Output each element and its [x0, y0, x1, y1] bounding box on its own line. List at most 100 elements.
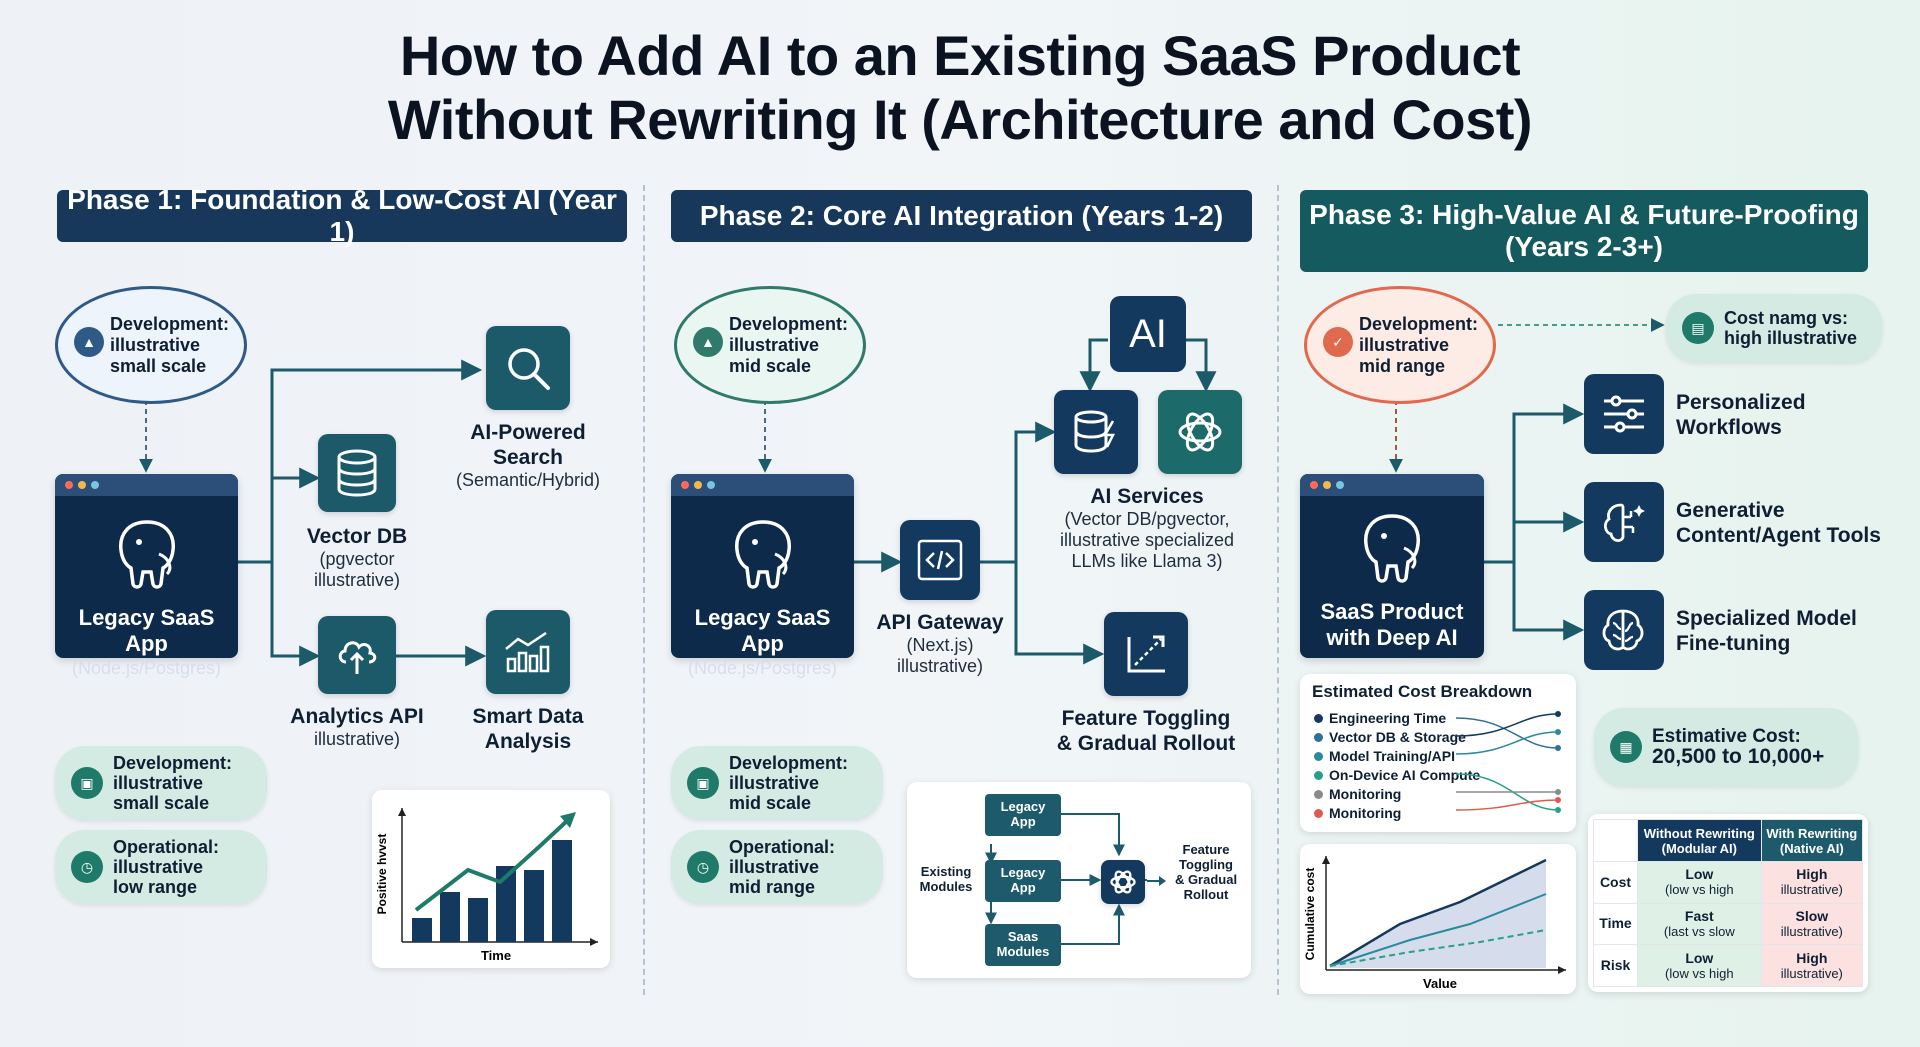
phase-divider-1: [643, 185, 645, 995]
mini-arrow-right: [1147, 876, 1166, 886]
window-dot-blue: [91, 481, 99, 489]
phase2-app-name: Legacy SaaS App: [694, 605, 831, 656]
phase1-dev-bubble: ▲ Development: illustrative small scale: [55, 286, 247, 404]
database-icon: [337, 449, 377, 497]
phase1-ops-pill: ◷ Operational: illustrative low range: [55, 830, 267, 904]
feature-toggle-tile: [1104, 612, 1188, 696]
smart-data-label: Smart Data Analysis: [472, 705, 584, 753]
rewrite-comparison-table: Without Rewriting (Modular AI) With Rewr…: [1593, 819, 1864, 987]
window-dot-yellow: [694, 481, 702, 489]
search-sub: (Semantic/Hybrid): [455, 470, 601, 490]
phase3-dev-bubble: ✓ Development: illustrative mid range: [1304, 286, 1496, 404]
cloud-upload-icon: [338, 641, 377, 674]
cell-sub: illustrative): [1780, 923, 1843, 939]
analytics-label: Analytics API illustrative): [270, 704, 444, 750]
cell-value: Slow: [1795, 907, 1829, 924]
cell-value: High: [1796, 866, 1828, 883]
modular-rollout-card: Legacy App Legacy App Saas Modules Exist…: [907, 782, 1251, 978]
growth-bar-chart: Positive hvvst Time: [375, 808, 598, 963]
search-tile: [486, 326, 570, 410]
bar-chart-icon: [505, 631, 550, 673]
cost-breakdown-card: Estimated Cost Breakdown Engineering Tim…: [1300, 674, 1576, 832]
growth-bar: [412, 918, 432, 942]
cell-value: Low: [1685, 866, 1714, 883]
growth-chart-xlabel: Time: [481, 948, 511, 963]
breakdown-label: On-Device AI Compute: [1329, 767, 1481, 783]
cell-time-without: Fast(last vs slow: [1637, 902, 1762, 946]
cell-sub: illustrative): [1780, 965, 1843, 981]
phase3-header: Phase 3: High-Value AI & Future-Proofing…: [1300, 190, 1868, 272]
mini-feature-toggling: Feature Toggling & Gradual Rollout: [1174, 842, 1238, 902]
legend-dot: [1314, 770, 1323, 780]
growth-chart-ylabel: Positive hvvst: [375, 834, 389, 915]
phase1-growth-chart-card: Positive hvvst Time: [372, 790, 610, 968]
breakdown-item: Vector DB & Storage: [1314, 729, 1466, 745]
breakdown-item: Monitoring: [1314, 805, 1401, 821]
breakdown-item: Monitoring: [1314, 786, 1401, 802]
phase1-dev-pill-text: Development: illustrative small scale: [113, 753, 233, 813]
postgres-elephant-icon: [734, 520, 791, 589]
phase1-app-sub: (Node.js/Postgres): [71, 658, 222, 678]
window-dot-red: [681, 481, 689, 489]
brain-sparkle-icon: [1604, 503, 1645, 542]
cost-range-text: Cost namg vs: high illustrative: [1724, 308, 1858, 348]
phase2-header: Phase 2: Core AI Integration (Years 1-2): [671, 190, 1252, 242]
cell-risk-without: Low(low vs high: [1637, 944, 1762, 987]
phase-divider-2: [1277, 185, 1279, 995]
sliders-icon: [1604, 395, 1644, 433]
postgres-elephant-icon: [1364, 514, 1420, 583]
legend-dot: [1314, 789, 1323, 799]
breakdown-label: Engineering Time: [1329, 710, 1447, 726]
smart-data-tile: [486, 610, 570, 694]
check-badge-icon: ✓: [1323, 327, 1353, 357]
legend-dot: [1314, 713, 1323, 723]
phase2-legacy-app-box: Legacy SaaS App (Node.js/Postgres): [671, 474, 854, 678]
row-label-cost: Cost: [1593, 861, 1638, 904]
table-header-row: Without Rewriting (Modular AI) With Rewr…: [1593, 819, 1864, 862]
phase1-bubble-text: Development: illustrative small scale: [110, 313, 230, 376]
window-titlebar: [671, 474, 854, 496]
chart-icon: ▲: [693, 327, 723, 357]
cell-value: Fast: [1684, 907, 1714, 924]
page-title: How to Add AI to an Existing SaaS Produc…: [0, 24, 1920, 152]
calculator-icon: ▦: [1610, 731, 1642, 763]
generative-tile: [1584, 482, 1664, 562]
title-line-2: Without Rewriting It (Architecture and C…: [387, 88, 1533, 151]
growth-bar: [440, 892, 460, 942]
window-dot-red: [1310, 481, 1318, 489]
growth-bar: [468, 898, 488, 942]
database-lightning-icon: [1074, 410, 1116, 453]
mini-legacy-app-2: Legacy App: [985, 860, 1061, 902]
cell-cost-without: Low(low vs high: [1637, 861, 1762, 904]
estimative-cost-label: Estimative Cost:: [1652, 726, 1801, 747]
postgres-elephant-icon: [118, 520, 175, 589]
cumulative-chart-ylabel: Cumulative cost: [1303, 868, 1317, 961]
search-label: AI-Powered Search (Semantic/Hybrid): [440, 420, 616, 491]
ai-services-label: AI Services (Vector DB/pgvector, illustr…: [1040, 484, 1254, 572]
finetune-tile: [1584, 590, 1664, 670]
vector-db-label: Vector DB (pgvector illustrative): [286, 524, 428, 591]
breakdown-label: Vector DB & Storage: [1329, 729, 1466, 745]
window-titlebar: [55, 474, 238, 496]
cell-sub: (low vs high: [1665, 882, 1734, 898]
mini-ai-node: [1101, 860, 1145, 904]
analytics-sub: illustrative): [313, 729, 401, 749]
cell-value: High: [1796, 949, 1828, 966]
mini-existing-modules: Existing Modules: [919, 864, 973, 894]
cell-sub: (low vs high: [1665, 965, 1734, 981]
window-titlebar: [1300, 474, 1484, 496]
openai-knot-icon: [1110, 870, 1136, 894]
feature-toggle-label: Feature Toggling & Gradual Rollout: [1056, 707, 1236, 755]
breakdown-label: Model Training/API: [1329, 748, 1456, 764]
cost-breakdown-title: Estimated Cost Breakdown: [1312, 682, 1533, 701]
phase2-dev-pill-text: Development: illustrative mid scale: [729, 753, 849, 813]
ai-services-sub: (Vector DB/pgvector, illustrative specia…: [1059, 509, 1235, 571]
col-with-rewriting: With Rewriting (Native AI): [1760, 819, 1864, 862]
breakdown-item: Engineering Time: [1314, 710, 1446, 726]
deep-ai-product-box: SaaS Product with Deep AI: [1300, 474, 1484, 658]
brain-icon: [1602, 609, 1644, 651]
